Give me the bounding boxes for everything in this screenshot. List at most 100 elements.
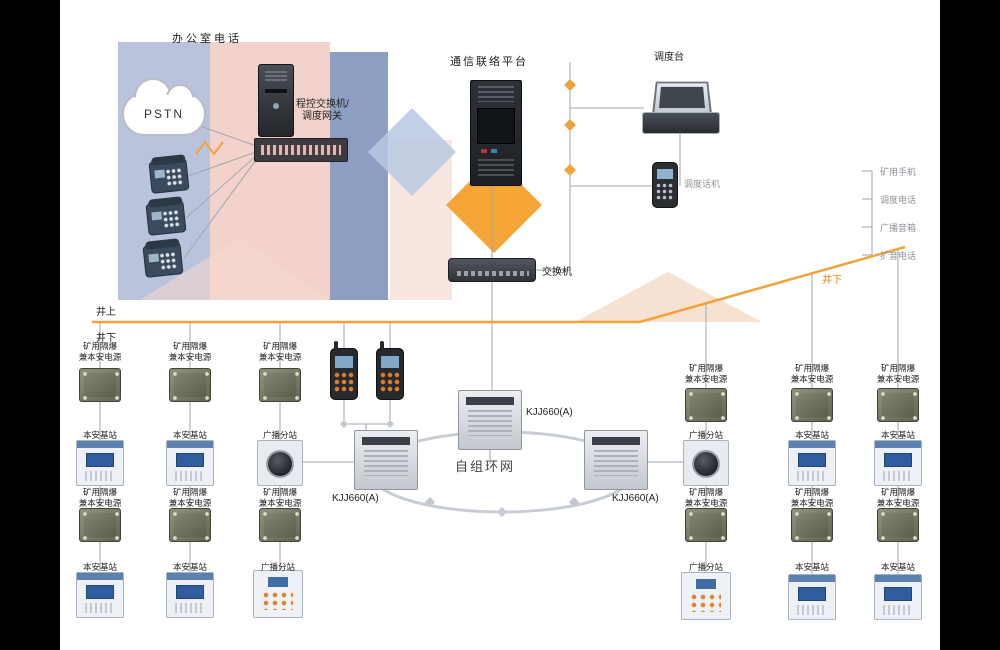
console-screen-inner (659, 86, 705, 109)
kjj-display (362, 437, 410, 445)
tower-vent (265, 71, 287, 83)
surface-label: 井上 (96, 307, 116, 318)
server-vent (478, 86, 514, 102)
base-station-label: 本安基站 (880, 430, 915, 440)
kjj660-center-label: KJJ660(A) (526, 407, 573, 418)
power-supply-label: 矿用隔爆兼本安电源 (684, 363, 728, 384)
underground-label-right: 井下 (822, 275, 842, 286)
dispatch-console (642, 80, 720, 134)
broadcast-station-label: 广播分站 (688, 430, 723, 440)
power-supply-label: 矿用隔爆兼本安电源 (78, 487, 122, 508)
server-vent-lower (478, 159, 514, 179)
handheld-screen (335, 356, 353, 368)
base-station-label: 本安基站 (82, 562, 117, 572)
legend-item-broadcast-speaker: 广播音箱 (880, 223, 917, 233)
legend-item-amplifier-phone: 扩音电话 (880, 251, 917, 261)
dispatch-handset-label: 调度话机 (684, 179, 721, 189)
switch-ports (457, 271, 529, 276)
power-supply-label: 矿用隔爆兼本安电源 (168, 487, 212, 508)
office-tower-pc (258, 64, 294, 137)
dispatch-console-label: 调度台 (654, 52, 684, 63)
base-station (166, 572, 214, 618)
power-supply (169, 368, 211, 402)
power-supply-label: 矿用隔爆兼本安电源 (258, 341, 302, 362)
handheld-phone-2 (376, 341, 404, 400)
power-supply-label: 矿用隔爆兼本安电源 (168, 341, 212, 362)
broadcast-station (257, 440, 303, 486)
office-phone-1 (148, 154, 190, 194)
phone-screen (151, 211, 163, 221)
kjj-vents (468, 410, 512, 436)
power-supply-label: 矿用隔爆兼本安电源 (790, 363, 834, 384)
dispatch-handset (652, 162, 678, 208)
core-switch (448, 258, 536, 282)
legend-item-mobile: 矿用手机 (880, 167, 917, 177)
power-supply (259, 508, 301, 542)
keypad-icon (691, 594, 721, 612)
broadcast-station (683, 440, 729, 486)
power-supply-label: 矿用隔爆兼本安电源 (258, 487, 302, 508)
speaker-icon (266, 450, 294, 478)
base-station-label: 本安基站 (172, 430, 207, 440)
power-supply (685, 388, 727, 422)
power-supply (791, 388, 833, 422)
power-supply-label: 矿用隔爆兼本安电源 (790, 487, 834, 508)
power-supply-label: 矿用隔爆兼本安电源 (876, 363, 920, 384)
core-switch-label: 交换机 (542, 267, 572, 278)
broadcast-station (253, 570, 303, 618)
base-station-label: 本安基站 (172, 562, 207, 572)
kjj-display (592, 437, 640, 445)
power-supply (79, 368, 121, 402)
kjj660-gateway-center (458, 390, 522, 450)
server-screen (477, 108, 515, 144)
server-leds (481, 149, 511, 153)
platform-label: 通信联络平台 (450, 56, 528, 68)
base-station (874, 440, 922, 486)
legend-item-dispatch-phone: 调度电话 (880, 195, 917, 205)
rack-vents (261, 145, 341, 155)
pbx-rack-switchboard (254, 138, 348, 162)
base-station (788, 574, 836, 620)
kjj660-gateway-right (584, 430, 648, 490)
pbx-label-line2: 调度网关 (302, 111, 342, 122)
keypad-icon (263, 592, 293, 610)
communication-platform-server (470, 80, 522, 186)
base-station (76, 572, 124, 618)
underground-label: 井下 (96, 333, 116, 344)
power-supply-label: 矿用隔爆兼本安电源 (684, 487, 728, 508)
power-supply (877, 508, 919, 542)
cloud-core (125, 95, 203, 133)
base-station (166, 440, 214, 486)
power-supply (259, 368, 301, 402)
broadcast-station-label: 广播分站 (260, 562, 295, 572)
broadcast-station-label: 广播分站 (688, 562, 723, 572)
phone-keypad (162, 209, 182, 230)
power-supply (685, 508, 727, 542)
kjj-vents (594, 450, 638, 476)
broadcast-station (681, 572, 731, 620)
base-station (76, 440, 124, 486)
kjj660-gateway-left (354, 430, 418, 490)
base-station-label: 本安基站 (82, 430, 117, 440)
kjj660-left-label: KJJ660(A) (332, 493, 379, 504)
phone-screen (154, 169, 166, 179)
tower-power-button-icon (273, 103, 279, 109)
base-station (874, 574, 922, 620)
console-base (642, 112, 720, 134)
power-supply (877, 388, 919, 422)
power-supply (169, 508, 211, 542)
handheld-phone-1 (330, 341, 358, 400)
base-station-label: 本安基站 (880, 562, 915, 572)
tower-slot (265, 89, 287, 93)
handset-screen (657, 169, 673, 179)
speaker-icon (692, 450, 720, 478)
office-phones-label: 办公室电话 (172, 33, 242, 45)
power-supply-label: 矿用隔爆兼本安电源 (78, 341, 122, 362)
handheld-keypad (380, 372, 400, 392)
power-supply-label: 矿用隔爆兼本安电源 (876, 487, 920, 508)
kjj660-right-label: KJJ660(A) (612, 493, 659, 504)
pstn-cloud: PSTN (122, 78, 206, 136)
kjj-vents (364, 450, 408, 476)
